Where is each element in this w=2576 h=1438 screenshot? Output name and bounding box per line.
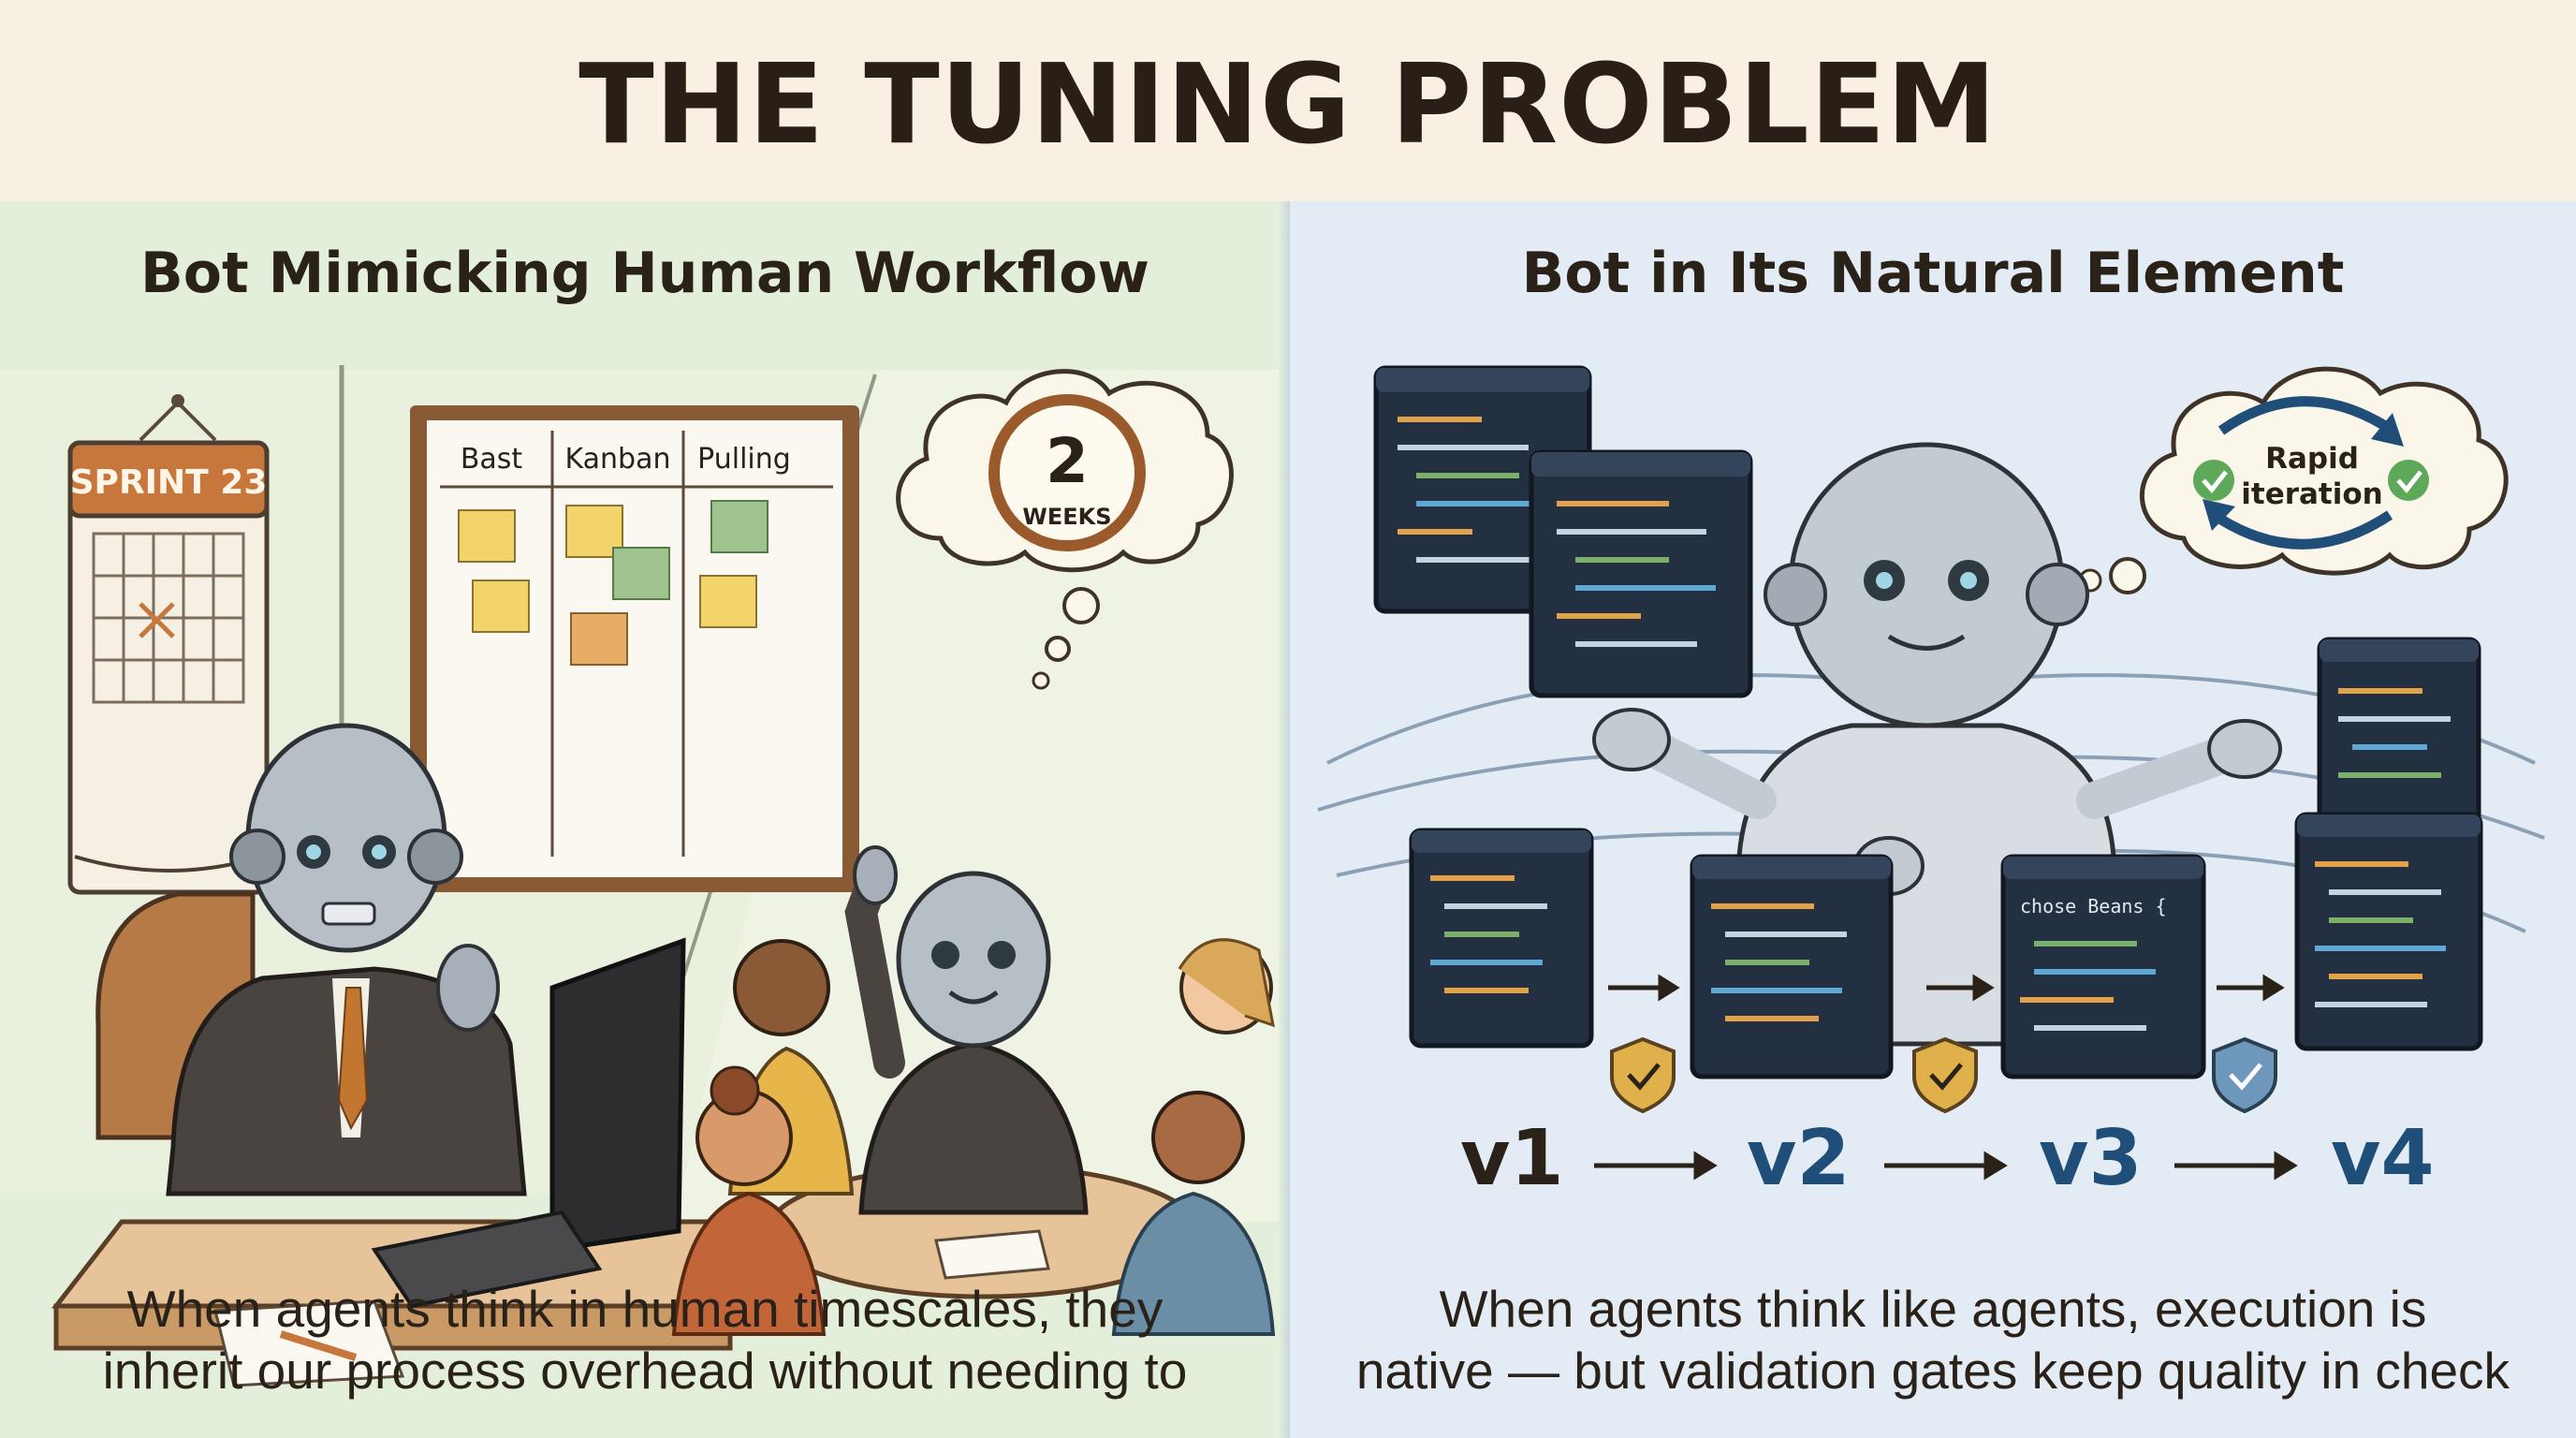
thought-line-1: Rapid [2265,442,2359,476]
version-label-v4: v4 [2331,1114,2435,1203]
right-panel-heading: Bot in Its Natural Element [1521,241,2345,306]
thought-bubble-rapid-iteration: Rapid iteration [2078,366,2509,594]
board-column-2: Kanban [565,443,671,476]
right-caption-line-1: When agents think like agents, execution… [1439,1280,2427,1338]
office-illustration: SPRINT 23 Bast Kanban Pulling [0,365,1290,1387]
title-bar: THE TUNING PROBLEM [0,0,2576,201]
page-title: THE TUNING PROBLEM [578,38,1998,169]
version-label-v1: v1 [1460,1114,1564,1203]
version-label-v3: v3 [2039,1114,2143,1203]
meeting-scene [671,845,1276,1336]
version-window-v2 [1690,854,1894,1079]
right-panel: Bot in Its Natural Element [1290,201,2576,1438]
left-panel: Bot Mimicking Human Workflow SPRINT 23 [0,201,1290,1438]
right-caption: When agents think like agents, execution… [1290,1278,2576,1401]
calendar-label: SPRINT 23 [70,463,268,502]
desk-robot [95,723,527,1196]
validation-shield-1 [1610,1036,1676,1114]
version-window-v3: chose Beans { [2000,854,2206,1079]
validation-shield-2 [1912,1036,1978,1114]
version-window-v1 [1409,828,1594,1049]
validation-shield-3 [2212,1036,2277,1114]
left-panel-heading: Bot Mimicking Human Workflow [140,241,1149,306]
left-caption-line-1: When agents think in human timescales, t… [126,1280,1164,1338]
code-snippet: chose Beans { [2020,895,2167,917]
left-caption: When agents think in human timescales, t… [0,1278,1290,1401]
right-caption-line-2: native — but validation gates keep quali… [1355,1342,2510,1400]
code-illustration: Rapid iteration [1317,365,2545,1181]
code-window-top [1529,449,1753,698]
sprint-calendar: SPRINT 23 [67,394,270,895]
thought-line-2: iteration [2241,477,2383,511]
thought-unit: WEEKS [1022,504,1111,530]
board-column-1: Bast [461,443,523,476]
code-window-right [2317,637,2481,844]
board-column-3: Pulling [697,443,791,476]
thought-bubble-two-weeks: 2 WEEKS [896,369,1234,690]
version-window-v4 [2294,812,2483,1051]
version-label-v2: v2 [1747,1114,1851,1203]
kanban-board: Bast Kanban Pulling [410,405,859,892]
thought-number: 2 [1046,425,1089,497]
left-caption-line-2: inherit our process overhead without nee… [102,1342,1188,1400]
